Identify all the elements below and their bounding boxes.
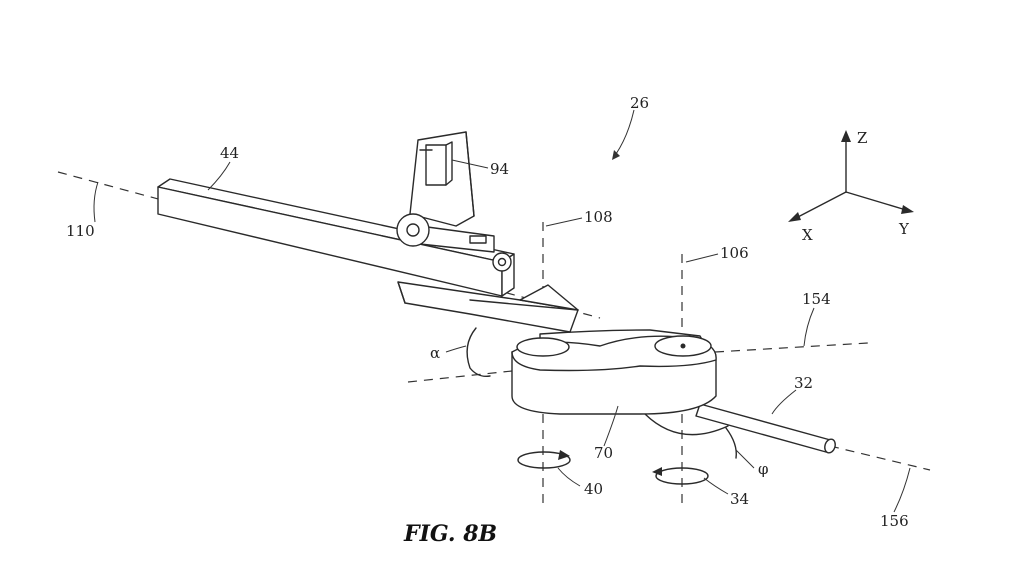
ref-110: 110	[66, 222, 95, 240]
ref-70: 70	[594, 444, 613, 462]
angle-phi: φ	[758, 460, 769, 478]
ref-106: 106	[720, 244, 749, 262]
rotation-arrow-40	[518, 450, 570, 468]
axis-label-z: Z	[857, 129, 867, 147]
axis-154	[715, 343, 868, 352]
coordinate-triad: Z X Y	[788, 129, 914, 244]
axis-label-x: X	[802, 226, 813, 244]
axis-156	[830, 446, 930, 470]
ref-94: 94	[490, 160, 509, 178]
angle-alpha: α	[430, 344, 440, 362]
axis-label-y: Y	[898, 220, 910, 238]
ref-154: 154	[802, 290, 831, 308]
figure-caption: FIG. 8B	[403, 521, 497, 547]
axis-base	[408, 371, 512, 382]
phi-arc	[726, 428, 736, 458]
ref-34: 34	[730, 490, 749, 508]
ref-108: 108	[584, 208, 613, 226]
alpha-arc	[467, 328, 490, 376]
ref-32: 32	[794, 374, 813, 392]
ref-44: 44	[220, 144, 239, 162]
body-70	[512, 336, 716, 414]
ref-40: 40	[584, 480, 603, 498]
ref-156: 156	[880, 512, 909, 530]
ref-26: 26	[630, 94, 649, 112]
rod-32	[696, 404, 837, 454]
rotation-arrow-34	[652, 467, 708, 484]
